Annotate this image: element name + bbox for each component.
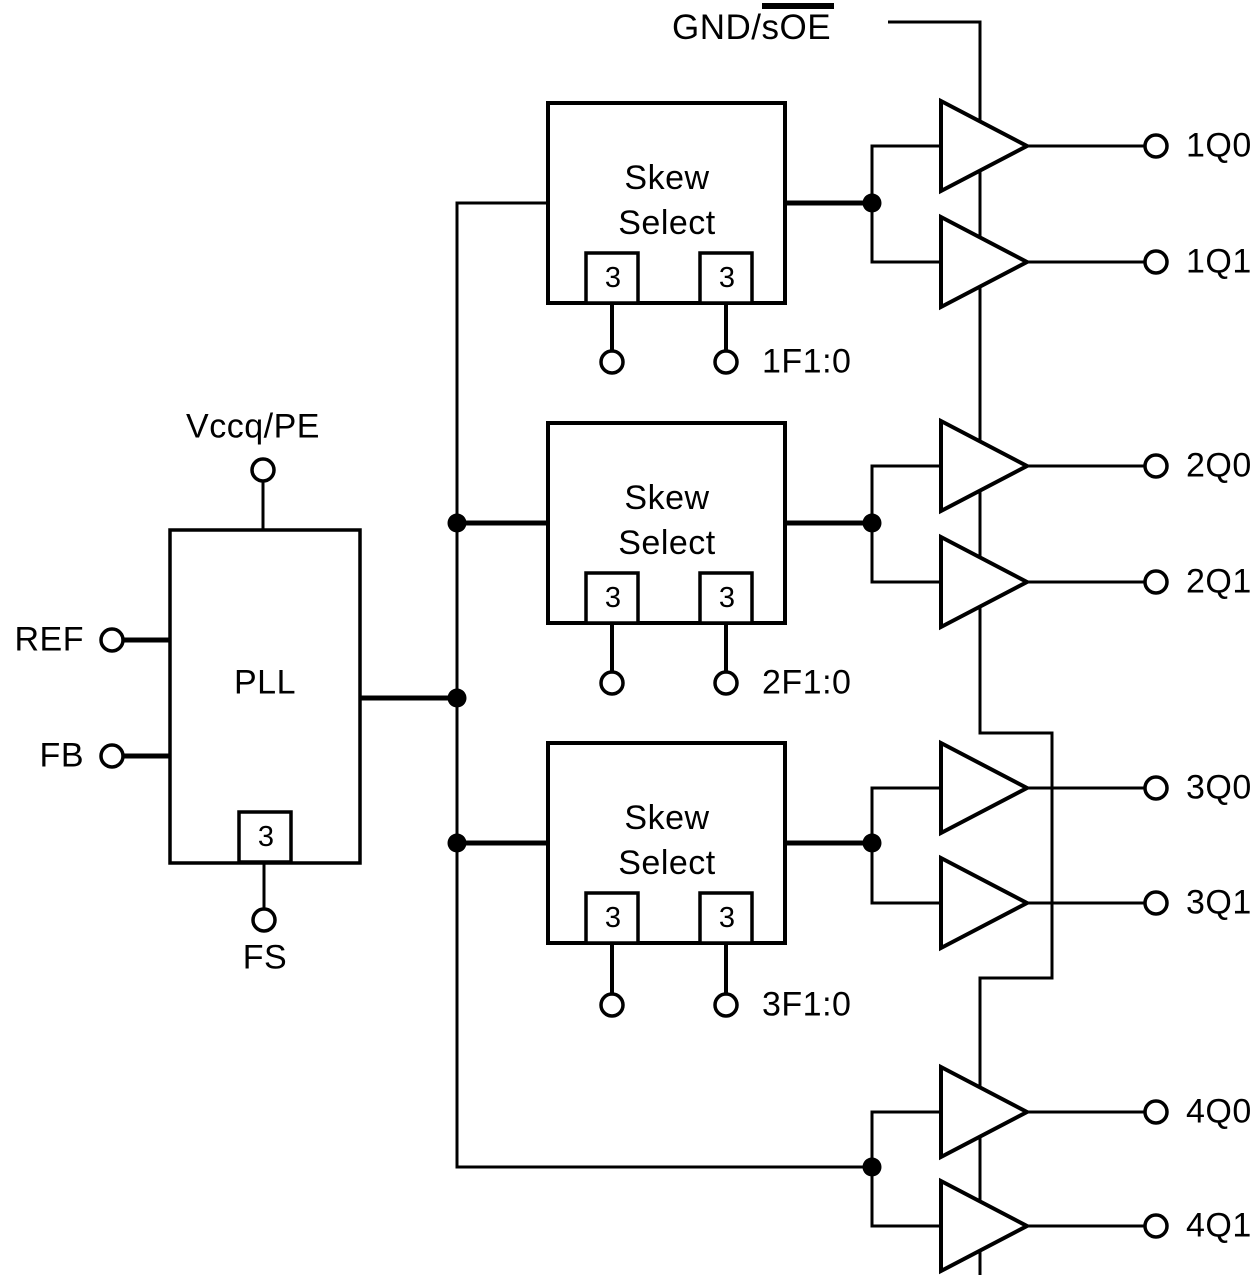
skew3-ctrl-terminal-a (599, 992, 625, 1018)
output-terminal-2q1 (1143, 569, 1169, 595)
skew-title-line2: Select (618, 844, 716, 882)
skew1-ctrl-label: 1F1:0 (762, 342, 852, 381)
pll-box (168, 528, 362, 865)
pll-fs-bus-width: 3 (257, 821, 275, 854)
buffer-branch-bank2 (870, 464, 945, 584)
skew2-bus-width-b: 3 (718, 582, 736, 615)
output-terminal-4q0 (1143, 1099, 1169, 1125)
pll-label: PLL (234, 663, 296, 702)
fs-label: FS (242, 938, 288, 977)
enable-wire (888, 20, 1054, 1275)
junction-dot (862, 513, 882, 533)
ref-terminal (99, 627, 125, 653)
skew1-ctrl-terminal-a (599, 349, 625, 375)
skew2-ctrl-terminal-b (713, 670, 739, 696)
skew1-bus-box-a (584, 251, 640, 305)
output-label-3q0: 3Q0 (1186, 768, 1252, 807)
skew2-bus-box-b (698, 571, 754, 625)
buffer-triangle-2q0 (939, 417, 1032, 515)
output-terminal-1q1 (1143, 249, 1169, 275)
skew3-bus-box-b (698, 891, 754, 945)
junction-dot (862, 833, 882, 853)
skew-title-line1: Skew (624, 479, 710, 517)
output-terminal-4q1 (1143, 1213, 1169, 1239)
output-terminal-1q0 (1143, 133, 1169, 159)
skew2-bus-box-a (584, 571, 640, 625)
output-terminal-3q1 (1143, 890, 1169, 916)
fs-terminal (251, 907, 277, 933)
skew-title-line1: Skew (624, 159, 710, 197)
vccq-terminal (250, 457, 276, 483)
skew2-bus-width-a: 3 (604, 582, 622, 615)
skew-title-line2: Select (618, 524, 716, 562)
output-terminal-2q0 (1143, 453, 1169, 479)
output-label-1q0: 1Q0 (1186, 126, 1252, 165)
output-label-4q1: 4Q1 (1186, 1206, 1252, 1245)
vccq-pe-label: Vccq/PE (186, 407, 320, 446)
skew-select-title-3: Skew Select (618, 796, 716, 886)
clock-trunk-wire (455, 201, 872, 1169)
buffer-triangle-4q1 (939, 1177, 1032, 1275)
pll-fs-bus-box (237, 810, 293, 864)
junction-dot (447, 833, 467, 853)
buffer-branch-bank1 (870, 144, 945, 264)
skew3-bus-box-a (584, 891, 640, 945)
skew3-bus-width-a: 3 (604, 902, 622, 935)
skew1-bus-width-b: 3 (718, 262, 736, 295)
junction-dot (447, 513, 467, 533)
skew3-ctrl-label: 3F1:0 (762, 985, 852, 1024)
soe-active-low-label: sOE (761, 3, 835, 48)
ref-label: REF (14, 620, 84, 659)
buffer-triangle-1q0 (939, 97, 1032, 195)
skew1-bus-box-b (698, 251, 754, 305)
buffer-triangle-4q0 (939, 1063, 1032, 1161)
skew1-ctrl-terminal-b (713, 349, 739, 375)
buffer-triangle-3q0 (939, 739, 1032, 837)
junction-dot (862, 193, 882, 213)
fb-label: FB (39, 736, 84, 775)
junction-dot (447, 688, 467, 708)
buffer-branch-bank4 (870, 1110, 945, 1228)
output-label-3q1: 3Q1 (1186, 883, 1252, 922)
buffer-branch-bank3 (870, 786, 945, 905)
gnd-prefix: GND/ (672, 8, 762, 47)
skew1-bus-width-a: 3 (604, 262, 622, 295)
output-terminal-3q0 (1143, 775, 1169, 801)
buffer-triangle-3q1 (939, 854, 1032, 952)
skew3-bus-width-b: 3 (718, 902, 736, 935)
output-label-1q1: 1Q1 (1186, 242, 1252, 281)
fb-terminal (99, 743, 125, 769)
buffer-triangle-1q1 (939, 213, 1032, 311)
output-label-4q0: 4Q0 (1186, 1092, 1252, 1131)
skew2-ctrl-label: 2F1:0 (762, 663, 852, 702)
skew-select-title-2: Skew Select (618, 476, 716, 566)
skew-title-line2: Select (618, 204, 716, 242)
skew3-ctrl-terminal-b (713, 992, 739, 1018)
gnd-soe-label: GND/sOE (672, 3, 835, 48)
buffer-triangle-2q1 (939, 533, 1032, 631)
skew-select-title-1: Skew Select (618, 156, 716, 246)
skew-title-line1: Skew (624, 799, 710, 837)
output-label-2q1: 2Q1 (1186, 562, 1252, 601)
output-label-2q0: 2Q0 (1186, 446, 1252, 485)
skew2-ctrl-terminal-a (599, 670, 625, 696)
junction-dot (862, 1157, 882, 1177)
